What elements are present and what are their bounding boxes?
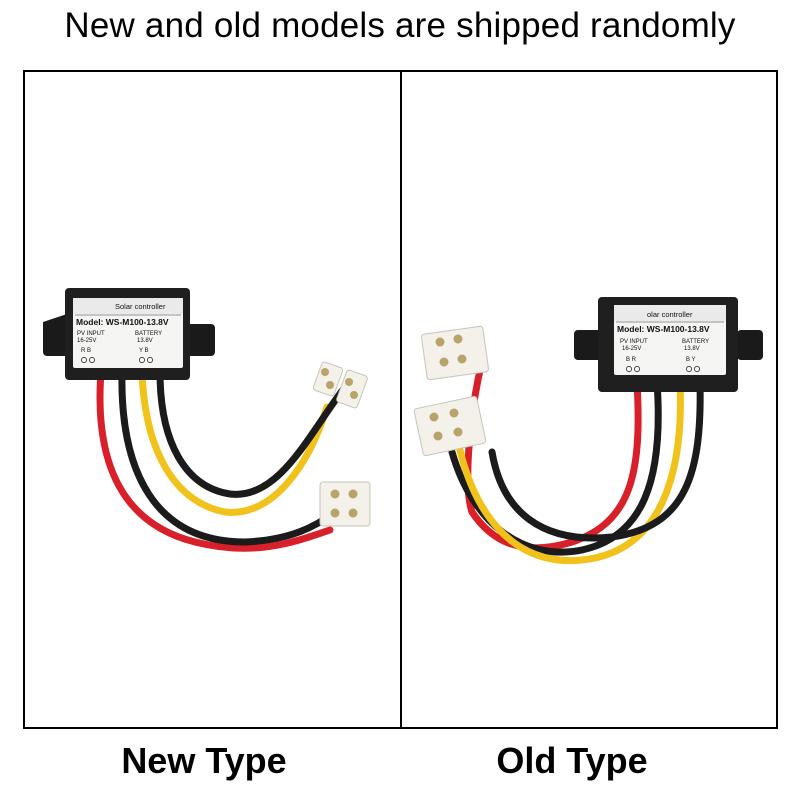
label-pv-wires: R B xyxy=(81,348,91,354)
label-battery-voltage: 13.8V xyxy=(137,338,153,344)
plus-symbol xyxy=(81,357,87,363)
comparison-frame: Solar controller Model: WS-M100-13.8V PV… xyxy=(23,70,778,729)
controller-housing: olar controller Model: WS-M100-13.8V PV … xyxy=(573,297,763,392)
terminal-connector xyxy=(413,395,486,457)
black-wire xyxy=(118,368,339,546)
minus-symbol xyxy=(633,366,640,372)
label-battery: BATTERY xyxy=(682,339,709,345)
minus-symbol xyxy=(89,357,95,363)
old-type-panel: olar controller Model: WS-M100-13.8V PV … xyxy=(399,72,777,727)
minus-symbol xyxy=(693,366,700,372)
label-model: Model: WS-M100-13.8V xyxy=(617,324,710,334)
label-title: Solar controller xyxy=(115,302,166,311)
terminal-connector xyxy=(312,361,344,397)
label-battery-voltage: 13.8V xyxy=(684,346,700,352)
label-pv-wires: B R xyxy=(626,357,637,363)
plus-symbol xyxy=(625,366,632,372)
label-pv-input: PV INPUT xyxy=(620,339,648,345)
product-label xyxy=(613,305,726,375)
old-type-caption: Old Type xyxy=(496,740,648,781)
old-type-product-photo: olar controller Model: WS-M100-13.8V PV … xyxy=(413,297,763,565)
plus-symbol xyxy=(139,357,145,363)
new-type-panel: Solar controller Model: WS-M100-13.8V PV… xyxy=(25,72,400,727)
terminal-connector xyxy=(319,481,371,527)
black-wire xyxy=(156,368,349,498)
label-pv-range: 16-25V xyxy=(77,338,96,344)
black-wire xyxy=(488,378,704,542)
label-battery-wires: B Y xyxy=(686,357,696,363)
label-pv-input: PV INPUT xyxy=(77,331,105,337)
label-battery: BATTERY xyxy=(135,331,162,337)
minus-symbol xyxy=(147,357,153,363)
label-battery-wires: Y B xyxy=(139,348,149,354)
yellow-wire xyxy=(453,378,684,565)
new-type-product-photo: Solar controller Model: WS-M100-13.8V PV… xyxy=(43,288,371,552)
plus-symbol xyxy=(685,366,692,372)
red-wire xyxy=(96,368,334,552)
label-title: olar controller xyxy=(647,310,693,319)
page-heading: New and old models are shipped randomly xyxy=(64,6,736,45)
terminal-connector xyxy=(420,325,489,381)
label-pv-range: 16-25V xyxy=(622,346,641,352)
controller-housing: Solar controller Model: WS-M100-13.8V PV… xyxy=(43,288,215,380)
yellow-wire xyxy=(138,368,331,516)
product-label xyxy=(73,298,183,368)
label-model: Model: WS-M100-13.8V xyxy=(76,317,169,327)
terminal-connector xyxy=(336,369,368,409)
new-type-caption: New Type xyxy=(121,740,287,781)
